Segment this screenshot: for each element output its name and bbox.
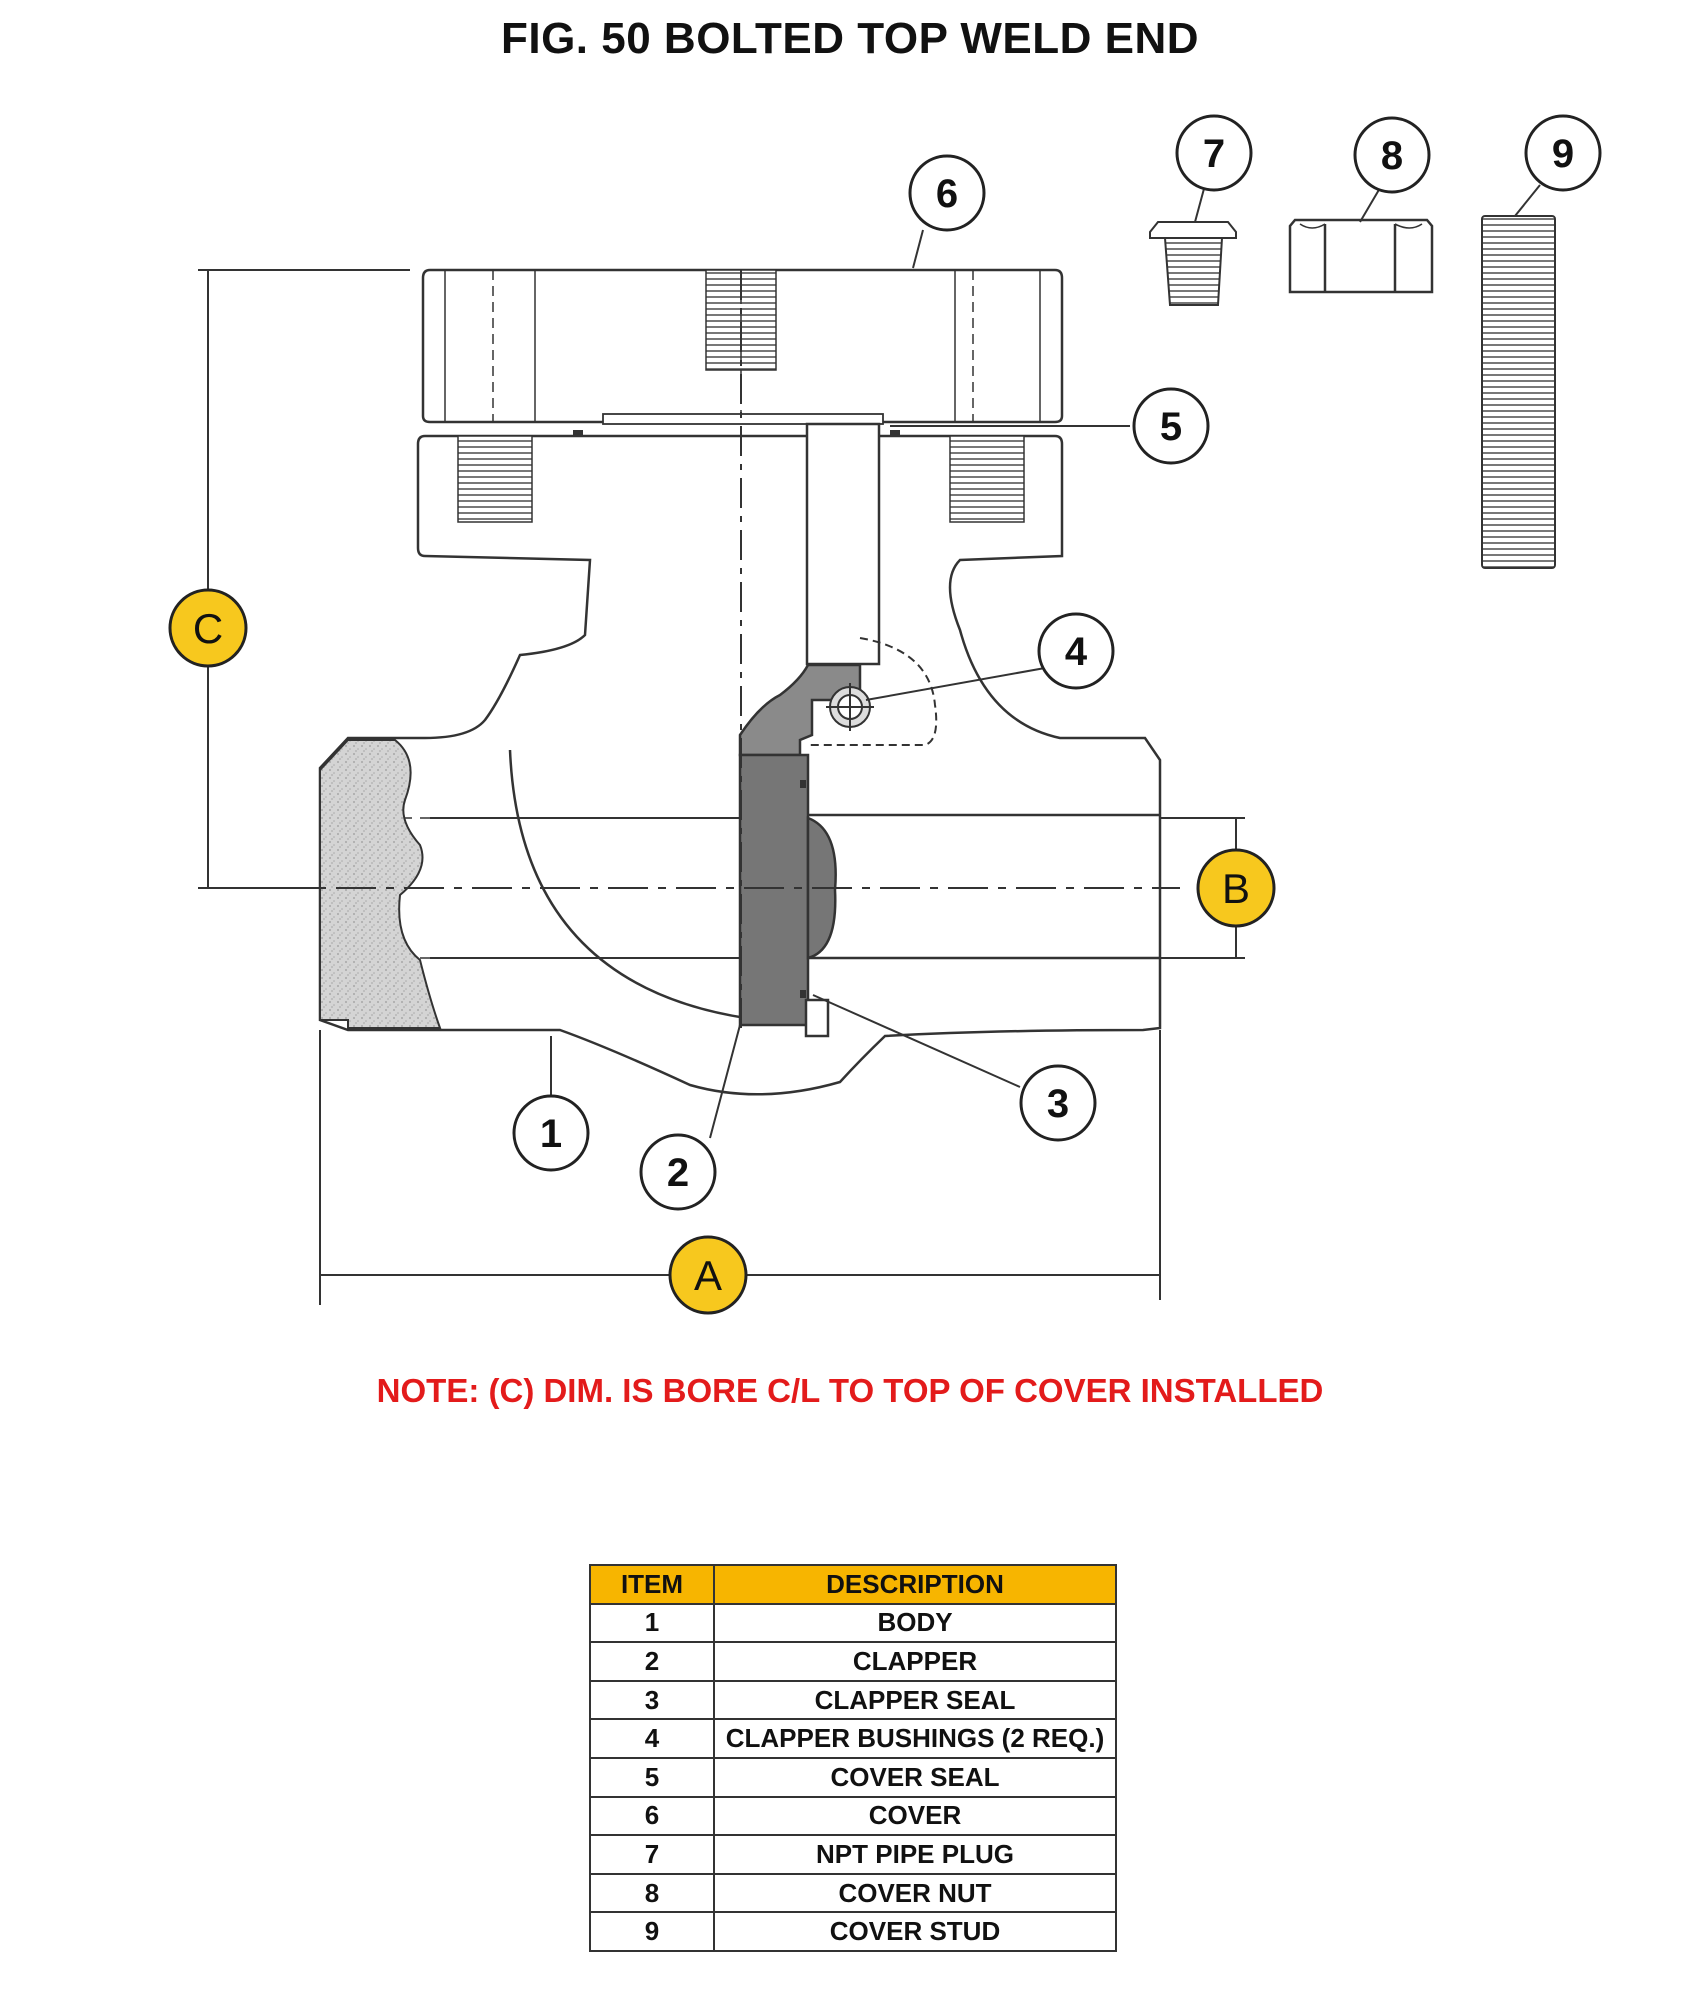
item-number: 1 <box>589 1602 715 1644</box>
callout-7: 7 <box>1175 114 1253 192</box>
item-description: COVER SEAL <box>713 1756 1117 1798</box>
callout-2: 2 <box>639 1133 717 1211</box>
item-number: 5 <box>589 1756 715 1798</box>
item-description: CLAPPER SEAL <box>713 1679 1117 1721</box>
svg-text:7: 7 <box>1203 132 1225 176</box>
hinge-area <box>805 422 938 746</box>
item-description: COVER <box>713 1795 1117 1837</box>
item-description: COVER STUD <box>713 1911 1117 1952</box>
svg-text:8: 8 <box>1381 134 1403 178</box>
svg-text:5: 5 <box>1160 405 1182 449</box>
svg-text:B: B <box>1222 865 1250 912</box>
svg-text:4: 4 <box>1065 630 1088 674</box>
callout-6: 6 <box>908 154 986 232</box>
dimension-badge-c: C <box>168 588 248 668</box>
clapper-bushing <box>826 683 874 731</box>
centerlines <box>200 270 1180 1030</box>
item-number: 7 <box>589 1834 715 1875</box>
header-description: DESCRIPTION <box>713 1564 1117 1605</box>
item-description: BODY <box>713 1602 1117 1644</box>
table-header-row: ITEM DESCRIPTION <box>589 1564 1117 1605</box>
callout-1: 1 <box>512 1094 590 1172</box>
cover-nut-part <box>1288 218 1434 294</box>
item-number: 6 <box>589 1795 715 1837</box>
svg-text:1: 1 <box>540 1112 562 1156</box>
cover-part <box>421 268 1064 425</box>
dimension-badge-a: A <box>668 1235 748 1315</box>
svg-text:6: 6 <box>936 172 958 216</box>
leader-lines <box>550 184 1541 1139</box>
body-part <box>318 434 1162 1096</box>
item-description: NPT PIPE PLUG <box>713 1834 1117 1875</box>
figure-title: FIG. 50 BOLTED TOP WELD END <box>500 14 1199 63</box>
item-number: 8 <box>589 1872 715 1914</box>
item-description: CLAPPER <box>713 1641 1117 1682</box>
callout-5: 5 <box>1132 387 1210 465</box>
svg-text:3: 3 <box>1047 1082 1069 1126</box>
callout-9: 9 <box>1524 114 1602 192</box>
npt-pipe-plug-part <box>1149 221 1237 306</box>
header-item: ITEM <box>589 1564 715 1605</box>
svg-text:2: 2 <box>667 1151 689 1195</box>
item-number: 3 <box>589 1679 715 1721</box>
item-number: 4 <box>589 1718 715 1759</box>
svg-text:C: C <box>193 605 223 652</box>
dimension-badge-b: B <box>1196 848 1276 928</box>
item-number: 2 <box>589 1641 715 1682</box>
svg-text:9: 9 <box>1552 132 1574 176</box>
cover-stud-part <box>1481 215 1556 569</box>
item-description: COVER NUT <box>713 1872 1117 1914</box>
item-description: CLAPPER BUSHINGS (2 REQ.) <box>713 1718 1117 1759</box>
seal-marks <box>573 430 900 998</box>
svg-text:A: A <box>694 1252 722 1299</box>
callout-3: 3 <box>1019 1064 1097 1142</box>
callout-8: 8 <box>1353 116 1431 194</box>
dimension-note: NOTE: (C) DIM. IS BORE C/L TO TOP OF COV… <box>376 1372 1324 1409</box>
item-number: 9 <box>589 1911 715 1952</box>
weld-end-prep <box>319 739 442 1029</box>
callout-4: 4 <box>1037 612 1115 690</box>
